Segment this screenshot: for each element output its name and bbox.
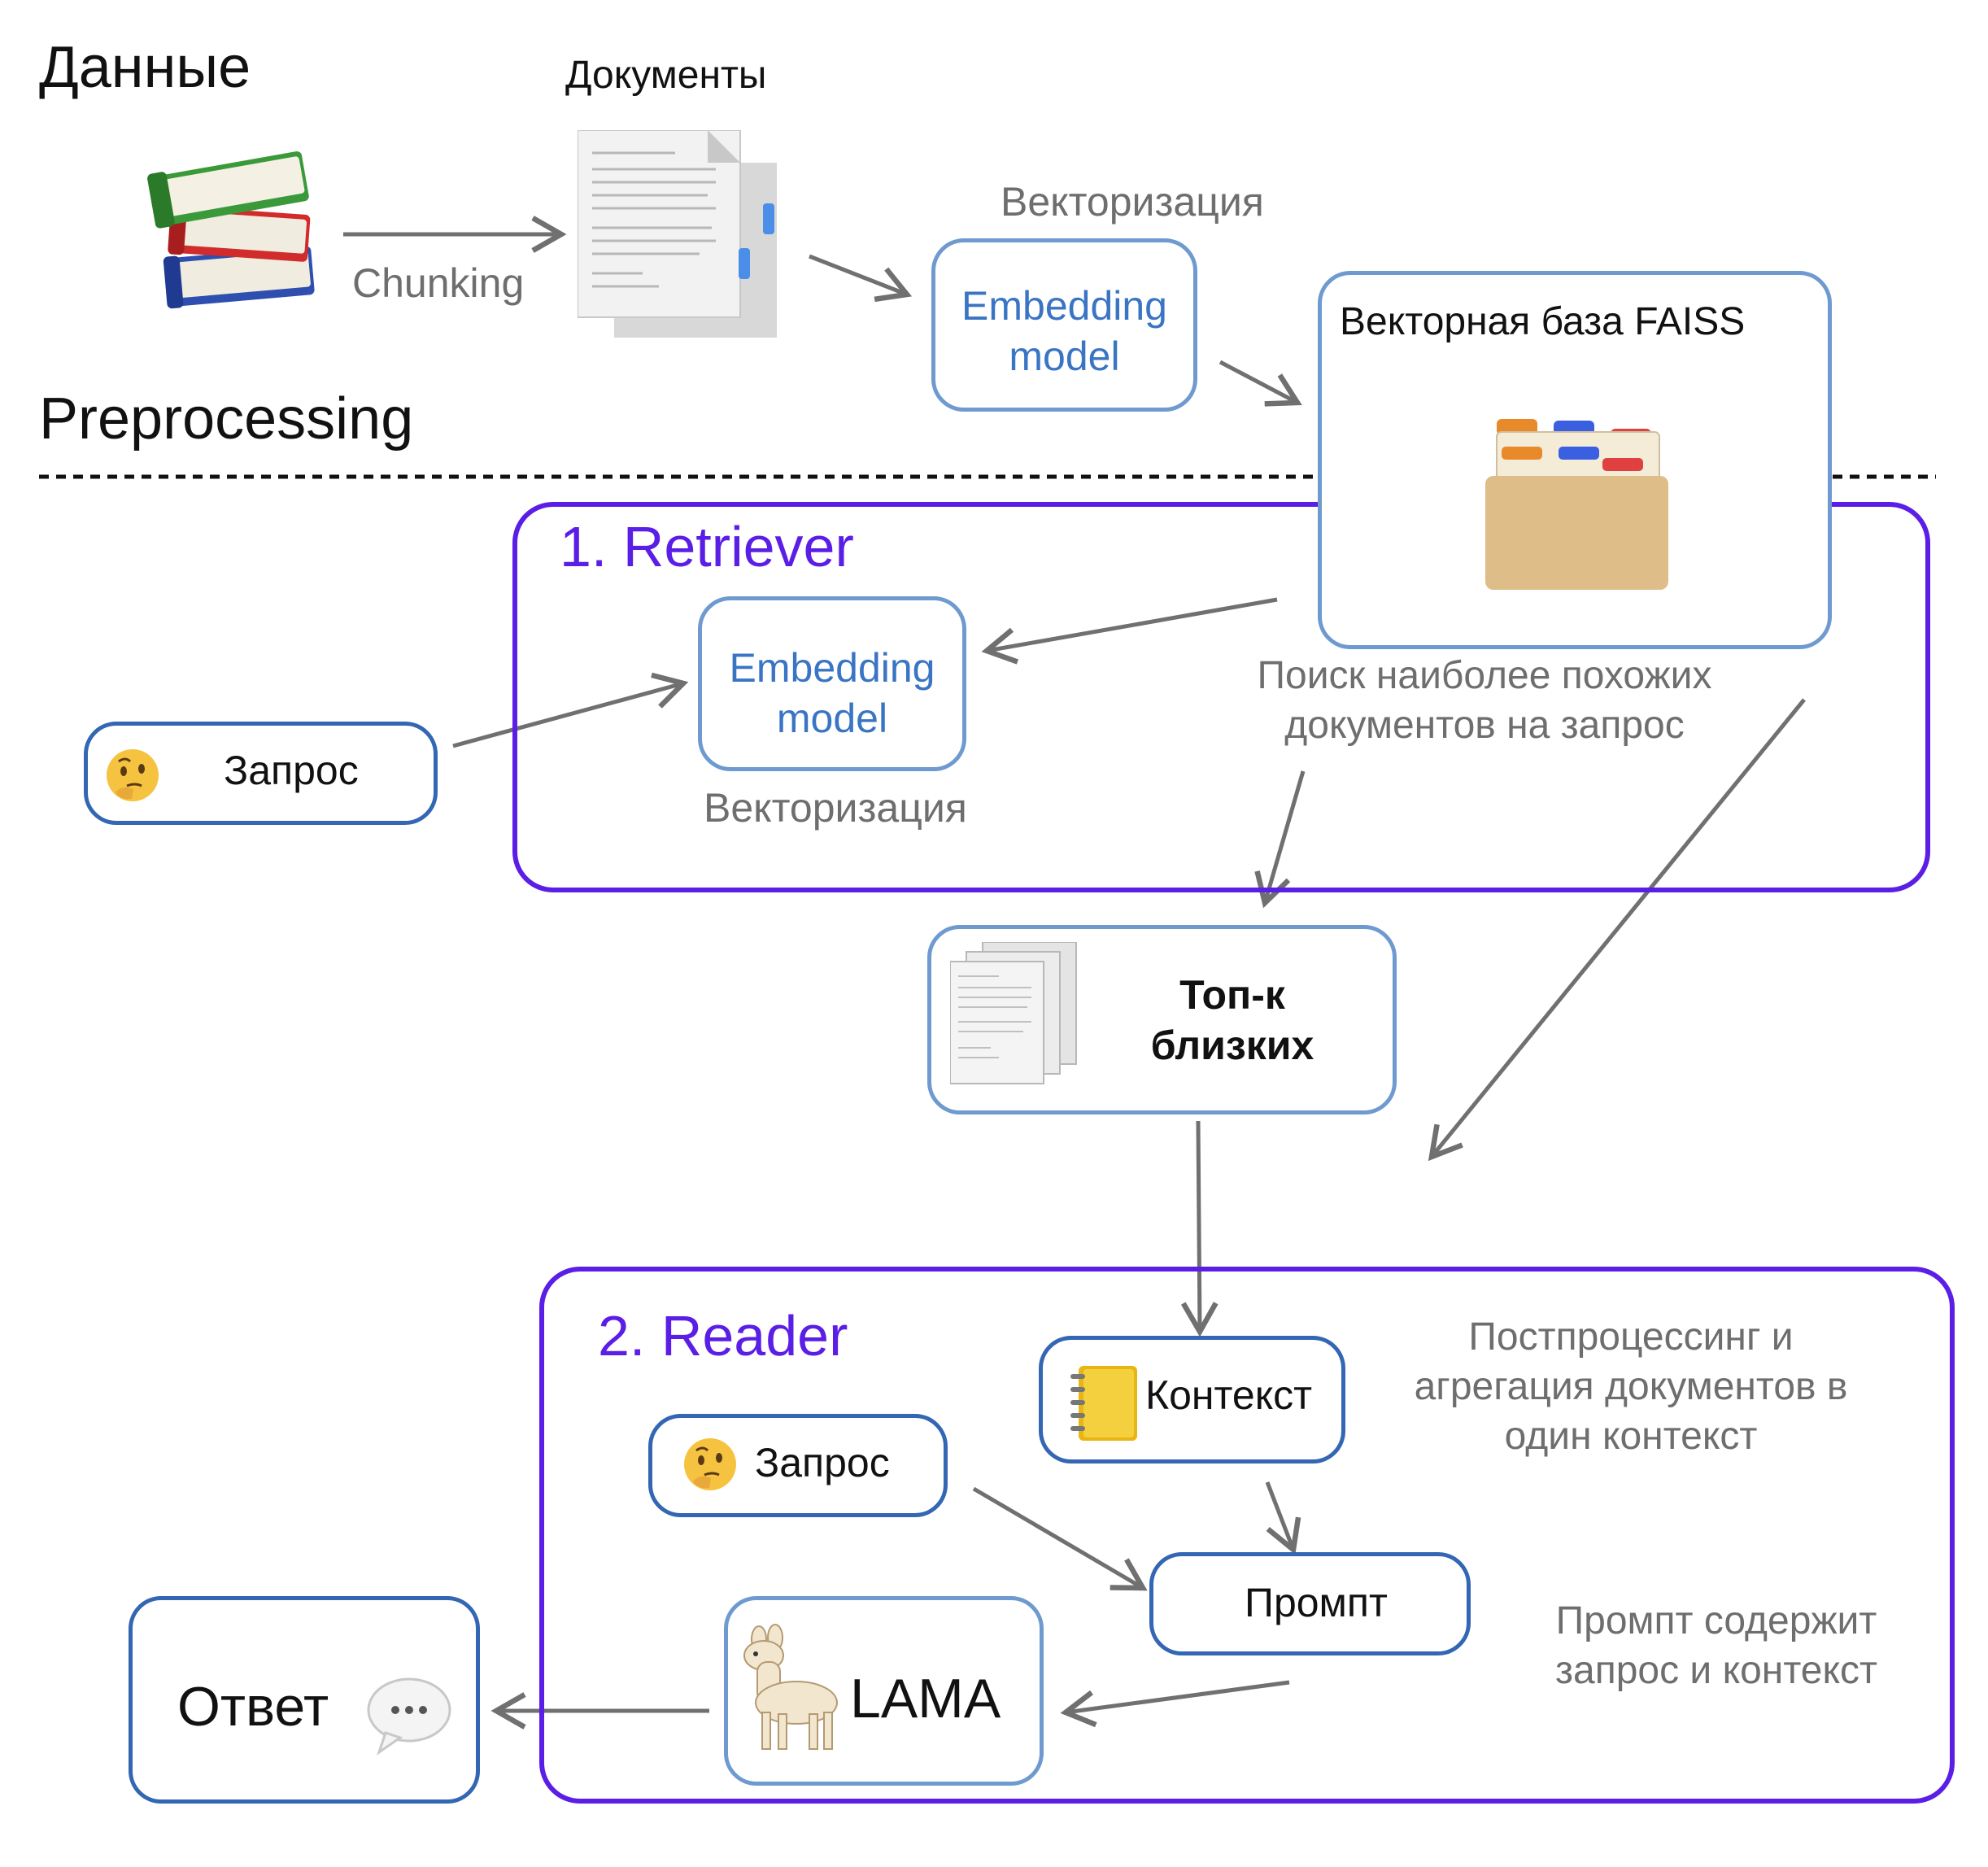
search-note: Поиск наиболее похожих документов на зап… — [1257, 654, 1712, 747]
thinking-face-icon — [107, 749, 159, 801]
faiss-vector-db-label: Векторная база FAISS — [1340, 300, 1746, 343]
llm-label: LAMA — [850, 1668, 1001, 1730]
documents-icon — [578, 130, 777, 338]
query-label-retriever: Запрос — [224, 748, 359, 793]
prompt-note: Промпт содержит запрос и контекст — [1555, 1599, 1877, 1692]
embedding-model-label-retriever: Embedding model — [729, 645, 935, 741]
vectorization-label-retriever: Векторизация — [704, 785, 967, 831]
query-label-reader: Запрос — [755, 1440, 890, 1485]
books-icon — [147, 151, 315, 309]
ledger-icon — [1070, 1366, 1137, 1441]
postprocessing-note: Постпроцессинг и агрегация документов в … — [1414, 1315, 1848, 1458]
documents-label: Документы — [565, 54, 767, 97]
preprocessing-section-title: Preprocessing — [39, 386, 414, 451]
prompt-label: Промпт — [1245, 1580, 1388, 1625]
prompt-node — [1149, 1552, 1471, 1655]
card-file-box-icon — [1485, 419, 1668, 590]
chunking-label: Chunking — [352, 260, 525, 306]
retriever-title: 1. Retriever — [560, 515, 854, 578]
vectorization-label-top: Векторизация — [1001, 179, 1264, 225]
arrow-docs-to-embedding — [809, 254, 913, 303]
topk-label: Топ-к близких — [1150, 972, 1314, 1068]
embedding-model-node-top — [931, 238, 1197, 412]
thinking-face-icon — [684, 1438, 736, 1490]
embedding-model-label-top: Embedding model — [961, 283, 1167, 379]
context-label: Контекст — [1145, 1372, 1313, 1418]
speech-bubble-icon — [367, 1677, 451, 1756]
llama-icon — [743, 1624, 838, 1750]
reader-group — [539, 1267, 1955, 1804]
data-section-title: Данные — [39, 35, 251, 100]
documents-icon — [950, 942, 1077, 1084]
reader-title: 2. Reader — [598, 1304, 848, 1368]
retriever-group — [512, 502, 1930, 892]
arrow-embedding-to-faiss — [1219, 360, 1302, 407]
embedding-model-node-retriever — [698, 596, 966, 771]
answer-label: Ответ — [177, 1676, 329, 1738]
